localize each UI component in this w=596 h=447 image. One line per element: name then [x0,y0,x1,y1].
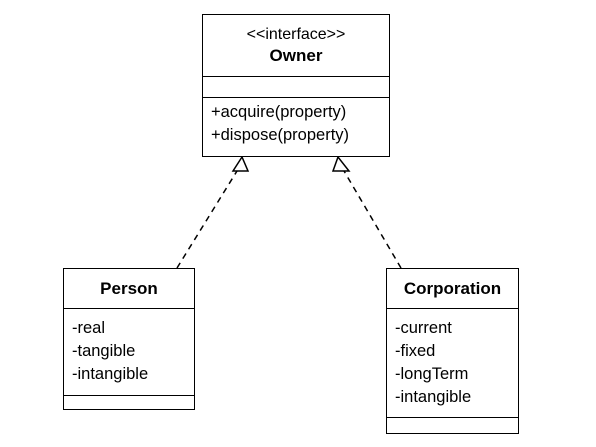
person-class-name: Person [100,279,158,298]
owner-attributes-compartment [203,77,389,98]
owner-class-name: Owner [269,46,323,65]
owner-operation: +dispose(property) [211,126,350,144]
corporation-attribute: -longTerm [395,365,469,383]
corporation-attribute: -intangible [395,388,472,406]
person-realization-line [176,170,238,269]
person-class-box[interactable]: Person -real -tangible -intangible [63,268,195,410]
person-attribute: -tangible [72,342,136,360]
corporation-class-box[interactable]: Corporation -current -fixed -longTerm -i… [386,268,519,434]
person-attributes-compartment: -real -tangible -intangible [64,309,194,396]
corporation-class-name: Corporation [403,279,502,298]
corporation-header: Corporation [387,269,518,309]
owner-interface-box[interactable]: <<interface>> Owner +acquire(property) +… [202,14,390,157]
person-realization-arrowhead [231,155,250,172]
corporation-realization-arrowhead [331,155,351,172]
corporation-realization-line [343,170,402,269]
corporation-attribute: -current [395,319,452,337]
owner-stereotype: <<interface>> [246,26,346,43]
person-attribute: -real [72,319,106,337]
owner-operations-compartment: +acquire(property) +dispose(property) [203,98,389,147]
owner-header: <<interface>> Owner [203,15,389,77]
person-attribute: -intangible [72,365,149,383]
corporation-attribute: -fixed [395,342,436,360]
person-header: Person [64,269,194,309]
corporation-attributes-compartment: -current -fixed -longTerm -intangible [387,309,518,418]
owner-operation: +acquire(property) [211,103,347,121]
